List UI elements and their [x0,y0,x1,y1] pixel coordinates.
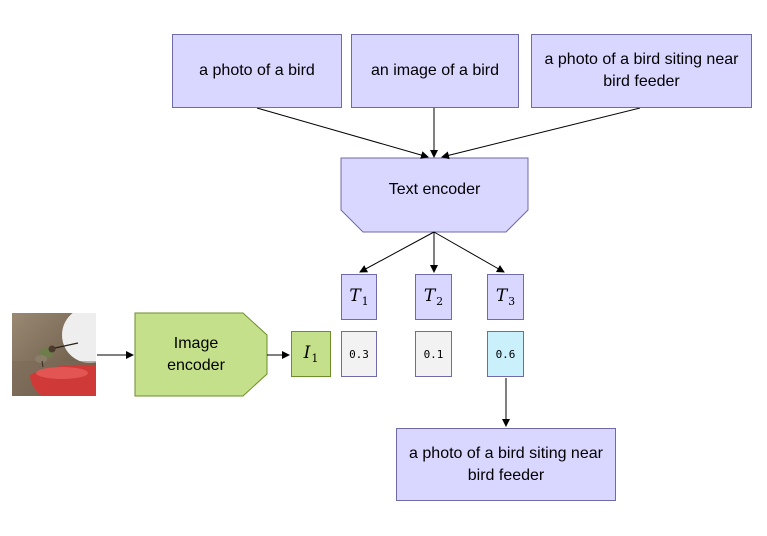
similarity-score-1: 0.3 [341,331,377,377]
text-encoder-label: Text encoder [341,170,528,210]
text-embedding-t1: T1 [341,274,377,320]
result-text: a photo of a bird siting near bird feede… [409,444,603,484]
image-encoder-label: Image encoder [150,330,242,380]
score-value: 0.1 [423,347,444,361]
score-value: 0.3 [349,347,369,361]
prompt-text: an image of a bird [370,62,500,79]
result-caption-box: a photo of a bird siting near bird feede… [396,428,616,501]
prompt-text: a photo of a bird siting near bird feede… [544,51,739,90]
arrow-prompt1-to-encoder [256,107,429,159]
similarity-score-3: 0.6 [487,331,524,377]
score-value: 0.6 [495,347,516,361]
hummingbird-photo [12,313,96,396]
image-encoder-shape [134,312,268,397]
arrow-encoder-to-t3 [433,231,505,273]
similarity-score-2: 0.1 [415,331,452,377]
embedding-symbol: I1 [303,343,319,365]
text-embedding-t3: T3 [487,274,524,320]
text-embedding-t2: T2 [415,274,452,320]
prompt-text: a photo of a bird [199,62,315,79]
arrow-encoder-to-t1 [359,231,435,273]
arrow-prompt3-to-encoder [441,107,641,160]
image-encoder-text: Image encoder [167,335,225,374]
prompt-box-1: a photo of a bird [172,34,342,108]
image-embedding-i1: I1 [291,331,331,377]
embedding-symbol: T2 [423,286,444,308]
prompt-box-2: an image of a bird [351,34,519,108]
embedding-symbol: T3 [495,286,516,308]
prompt-box-3: a photo of a bird siting near bird feede… [531,34,752,108]
embedding-symbol: T1 [349,286,369,308]
text-encoder-text: Text encoder [388,181,481,198]
text-encoder-shape [340,157,529,233]
